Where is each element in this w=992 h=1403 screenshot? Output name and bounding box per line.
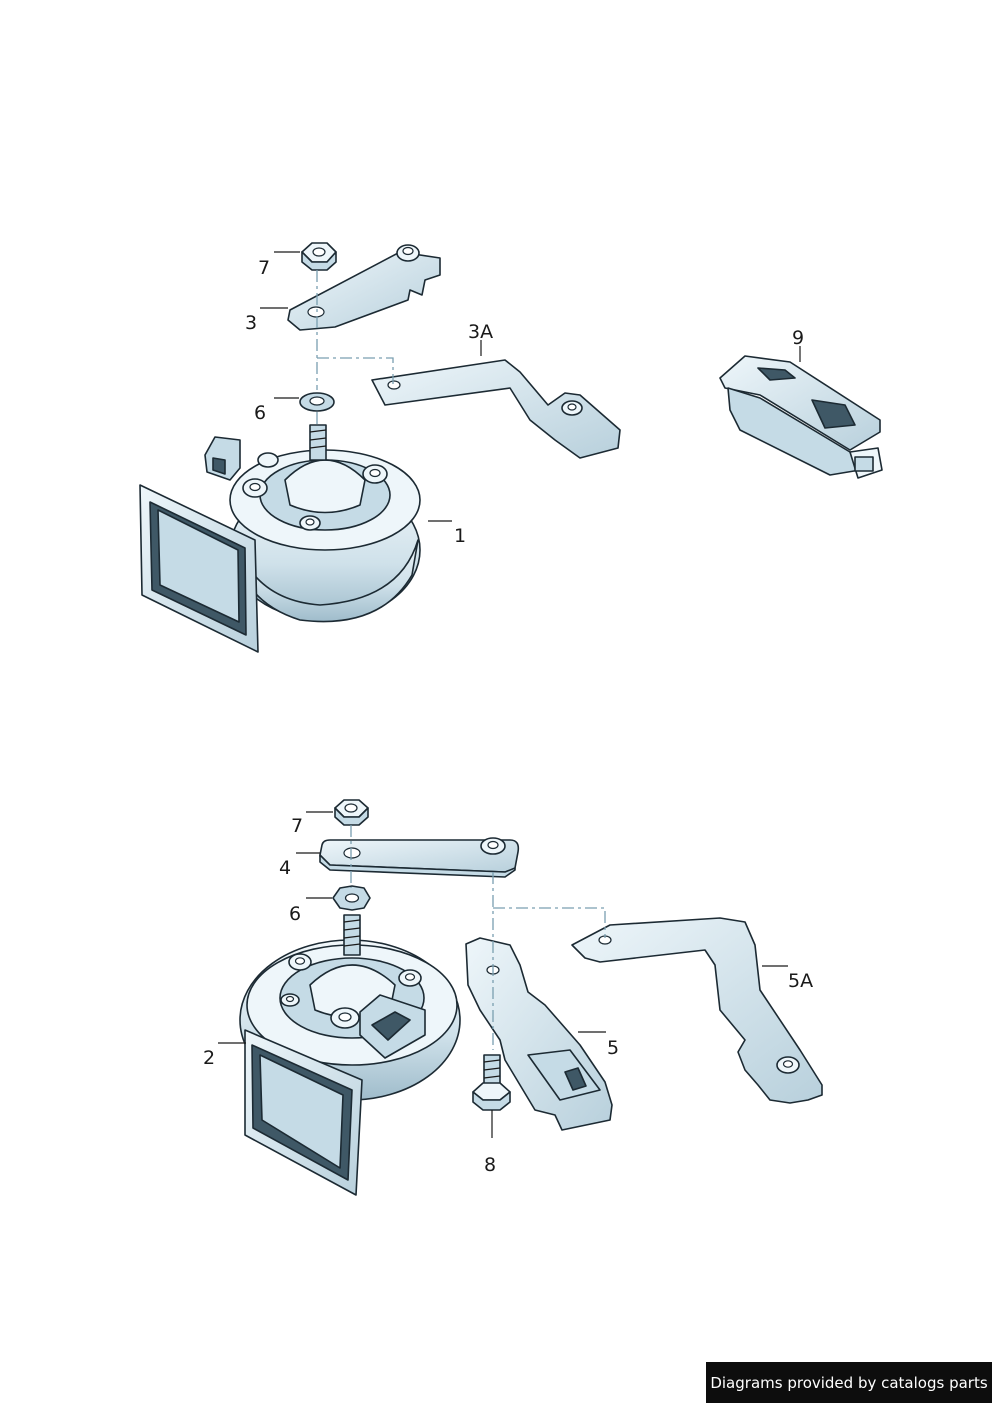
callout-2: 2 — [203, 1047, 215, 1069]
bracket-5 — [465, 937, 613, 1131]
callout-7-bottom: 7 — [291, 815, 303, 837]
callout-6-top: 6 — [254, 402, 266, 424]
callout-1: 1 — [454, 525, 466, 547]
bracket-4 — [319, 837, 520, 878]
callout-5a: 5A — [788, 970, 813, 992]
attribution-text: Diagrams provided by catalogs parts — [710, 1373, 988, 1392]
horn-1 — [139, 424, 421, 653]
switch-9 — [719, 355, 883, 479]
callouts: 7 3 3A 9 6 1 7 4 6 2 5 5A 8 — [203, 251, 813, 1176]
washer-6-bottom — [332, 885, 371, 911]
callout-8: 8 — [484, 1154, 496, 1176]
callout-4: 4 — [279, 857, 291, 879]
callout-5: 5 — [607, 1037, 619, 1059]
callout-6-bottom: 6 — [289, 903, 301, 925]
callout-3a: 3A — [468, 321, 493, 343]
callout-9: 9 — [792, 327, 804, 349]
nut-7-top — [301, 242, 337, 271]
callout-3: 3 — [245, 312, 257, 334]
assembly-lines-bottom — [350, 825, 606, 1050]
bracket-3a — [371, 359, 621, 459]
bracket-5a — [571, 917, 823, 1104]
nut-7-bottom — [334, 799, 369, 826]
assembly-lines-top — [316, 270, 394, 428]
bolt-8 — [472, 1054, 511, 1111]
callout-7-top: 7 — [258, 257, 270, 279]
horn-2 — [239, 914, 461, 1196]
washer-6-top — [299, 392, 335, 412]
attribution-banner: Diagrams provided by catalogs parts — [706, 1362, 992, 1403]
bracket-3 — [287, 244, 441, 331]
